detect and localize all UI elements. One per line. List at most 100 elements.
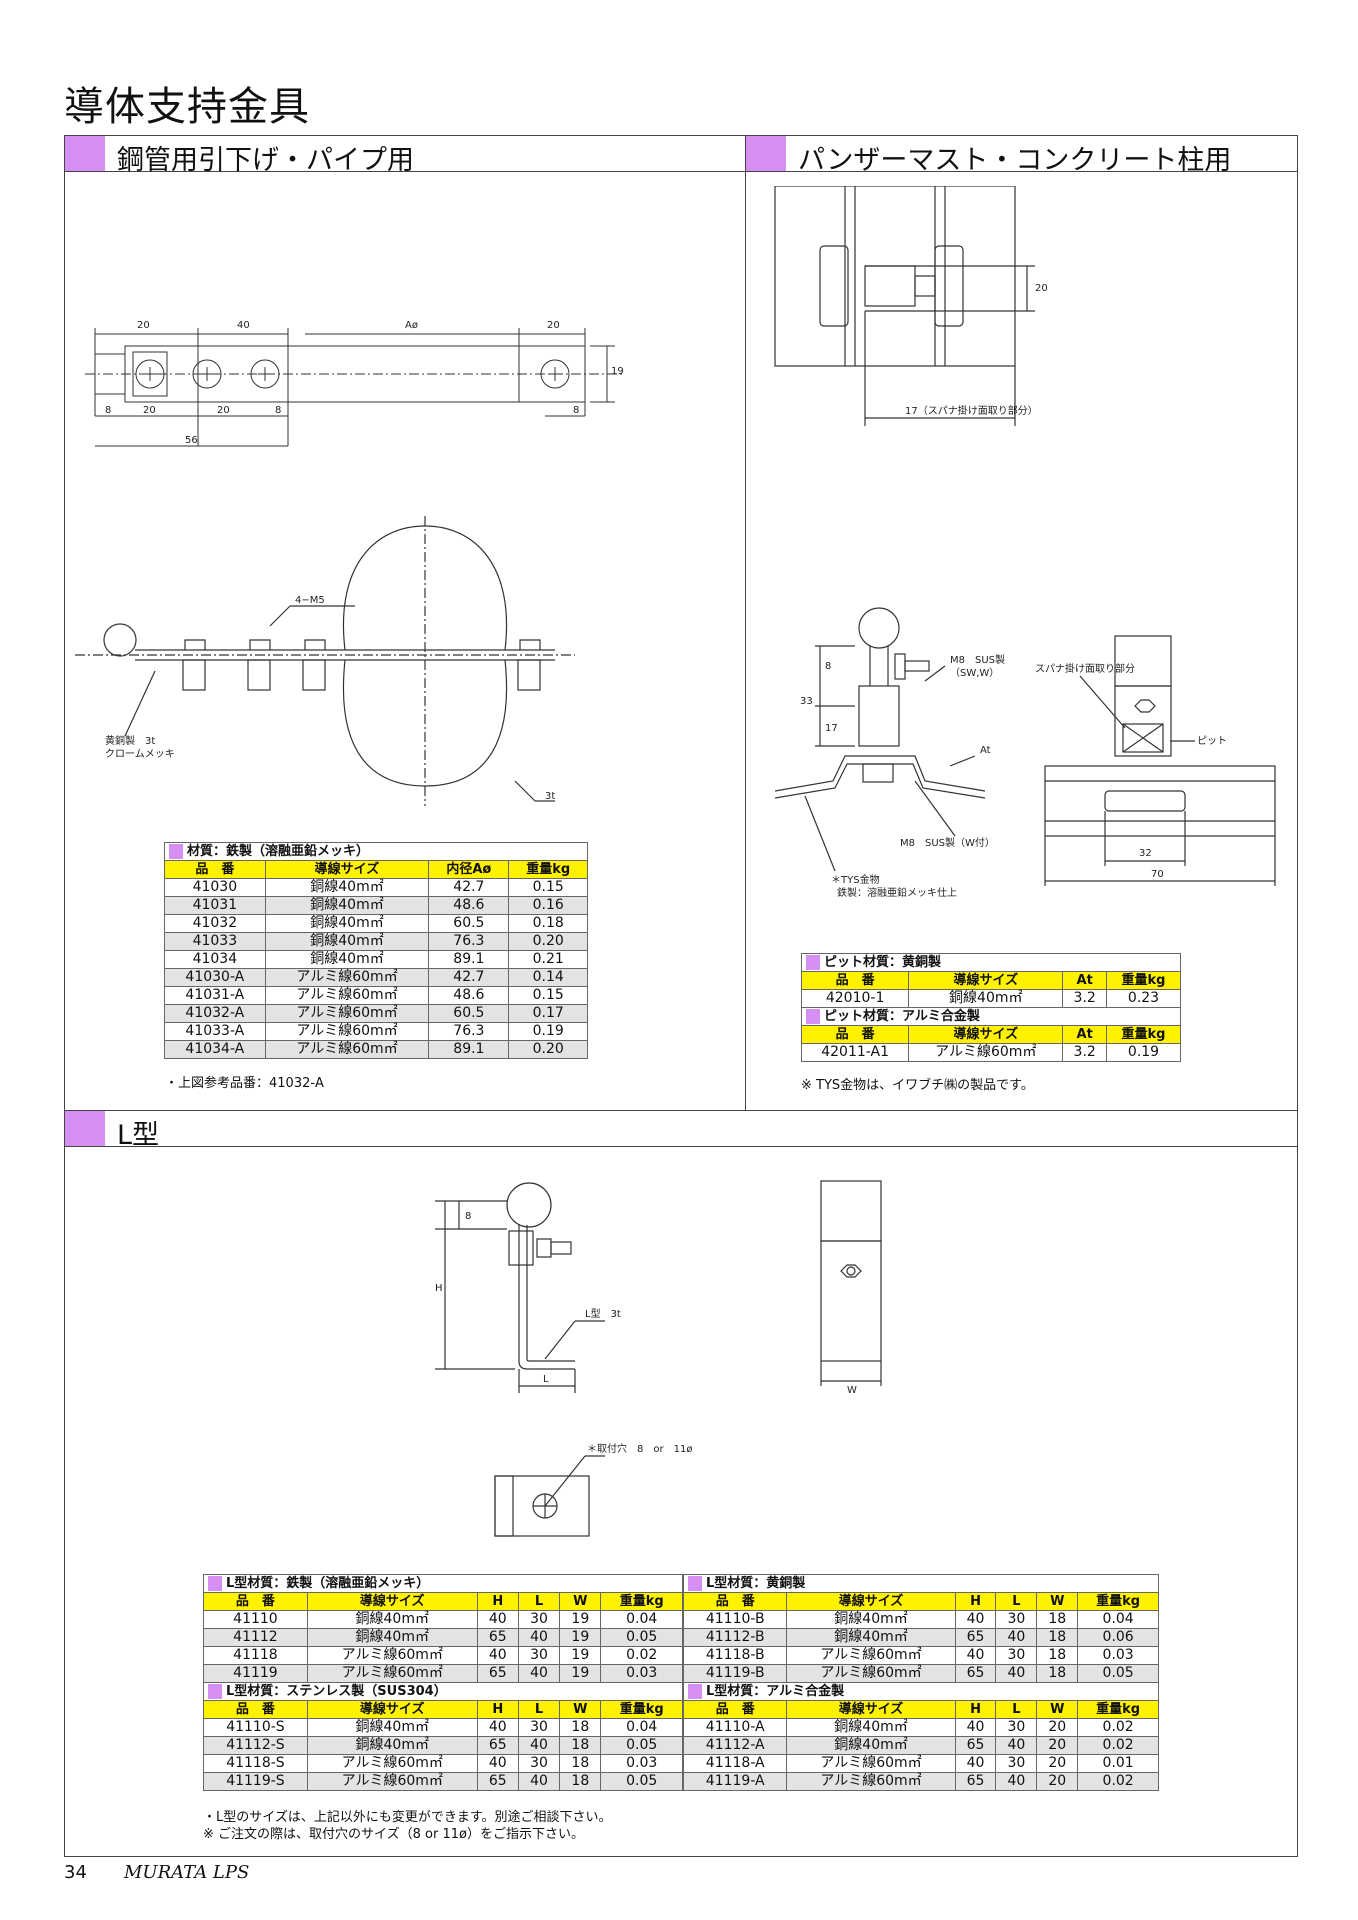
table-cell: 30: [517, 1610, 561, 1629]
table-cell: 20: [1036, 1772, 1079, 1791]
table-cell: 41112-S: [203, 1736, 308, 1755]
material-label: 材質：鉄製（溶融亜鉛メッキ）: [187, 844, 370, 859]
table-cell: 89.1: [428, 950, 510, 969]
table-cell: 0.18: [508, 914, 588, 933]
column-header: 導線サイズ: [306, 1700, 478, 1719]
label-pit: ピット: [1197, 735, 1227, 747]
column-header: 重量kg: [1106, 971, 1181, 990]
section-marker: [65, 136, 105, 171]
table-cell: アルミ線60m㎡: [786, 1772, 956, 1791]
table-cell: 41030: [164, 878, 266, 897]
pipe-spec-table: 材質：鉄製（溶融亜鉛メッキ） 品 番 導線サイズ 内径Aø 重量kg 41030…: [164, 842, 588, 1059]
dim-a-dia: Aø: [405, 320, 418, 331]
table-cell: 銅線40m㎡: [264, 878, 430, 897]
table-cell: アルミ線60m㎡: [264, 1022, 430, 1041]
column-header: H: [476, 1700, 519, 1719]
table-cell: 40: [995, 1736, 1038, 1755]
dim-8: 8: [465, 1211, 471, 1222]
page-title: 導体支持金具: [64, 84, 310, 130]
table-cell: 41110: [203, 1610, 308, 1629]
label-m8-sus-w: M8 SUS製（W付）: [900, 836, 995, 849]
table-cell: 41119-B: [682, 1664, 788, 1683]
table-cell: 銅線40m㎡: [786, 1610, 956, 1629]
content-frame: 鋼管用引下げ・パイプ用 パンザーマスト・コンクリート柱用 L型: [64, 135, 1298, 1857]
column-header: 重量kg: [508, 860, 588, 879]
table-cell: 41033-A: [164, 1022, 266, 1041]
table-cell: 40: [517, 1664, 561, 1683]
table-cell: 41118: [203, 1646, 308, 1665]
table-cell: 41033: [164, 932, 266, 951]
table-cell: アルミ線60m㎡: [908, 1043, 1064, 1062]
table-cell: 40: [476, 1646, 519, 1665]
table-cell: 0.15: [508, 986, 588, 1005]
table-cell: 18: [1036, 1646, 1079, 1665]
section-marker: [688, 1576, 702, 1591]
table-cell: 40: [517, 1628, 561, 1647]
table-cell: 41112-B: [682, 1628, 788, 1647]
table-cell: 65: [954, 1736, 997, 1755]
table-cell: 0.03: [600, 1664, 683, 1683]
table-cell: 銅線40m㎡: [264, 896, 430, 915]
table-cell: 18: [1036, 1628, 1079, 1647]
table-cell: 18: [1036, 1610, 1079, 1629]
section-header-panzer: パンザーマスト・コンクリート柱用: [746, 136, 1298, 176]
table-cell: 0.20: [508, 1040, 588, 1059]
tys-note: ※ TYS金物は、イワブチ㈱の製品です。: [801, 1078, 1034, 1093]
table-cell: 40: [476, 1718, 519, 1737]
table-cell: 65: [476, 1628, 519, 1647]
section-marker: [806, 955, 820, 970]
table-cell: 18: [559, 1772, 602, 1791]
column-header: 導線サイズ: [306, 1592, 478, 1611]
label-tys-material: 鉄製：溶融亜鉛メッキ仕上: [837, 886, 957, 899]
table-cell: 41110-A: [682, 1718, 788, 1737]
table-cell: 0.20: [508, 932, 588, 951]
table-cell: 30: [995, 1610, 1038, 1629]
table-cell: 30: [995, 1646, 1038, 1665]
material-label: ピット材質：黄銅製: [824, 955, 942, 970]
section-marker: [746, 136, 786, 171]
table-cell: 0.02: [600, 1646, 683, 1665]
table-cell: 20: [1036, 1718, 1079, 1737]
table-cell: 0.15: [508, 878, 588, 897]
table-cell: 41032-A: [164, 1004, 266, 1023]
table-cell: アルミ線60m㎡: [264, 1004, 430, 1023]
table-cell: 40: [995, 1772, 1038, 1791]
column-header: 導線サイズ: [264, 860, 430, 879]
table-header-row: 品 番 導線サイズ At 重量kg: [800, 1025, 1181, 1044]
column-header: H: [954, 1592, 997, 1611]
material-label: L型材質：ステンレス製（SUS304）: [226, 1684, 447, 1699]
table-cell: 0.19: [508, 1022, 588, 1041]
table-cell: 19: [559, 1628, 602, 1647]
column-header: 導線サイズ: [908, 971, 1064, 990]
table-material-row: 材質：鉄製（溶融亜鉛メッキ）: [164, 842, 588, 861]
pipe-clamp-top-view-drawing: 20 40 Aø 20 19 8 20 20 8 8 56: [85, 320, 625, 447]
section-title-pipe: 鋼管用引下げ・パイプ用: [117, 145, 414, 176]
column-header: W: [1036, 1700, 1079, 1719]
table-cell: 48.6: [428, 986, 510, 1005]
table-cell: アルミ線60m㎡: [306, 1646, 478, 1665]
table-cell: 65: [476, 1736, 519, 1755]
table-cell: 0.16: [508, 896, 588, 915]
column-header: 重量kg: [1077, 1700, 1159, 1719]
table-cell: アルミ線60m㎡: [786, 1646, 956, 1665]
label-3t: 3t: [545, 791, 555, 802]
label-sw-w: （SW,W）: [950, 667, 999, 679]
table-cell: 76.3: [428, 1022, 510, 1041]
table-cell: 銅線40m㎡: [786, 1736, 956, 1755]
table-cell: 30: [517, 1754, 561, 1773]
column-header: 品 番: [800, 1025, 910, 1044]
column-header: 重量kg: [1077, 1592, 1159, 1611]
